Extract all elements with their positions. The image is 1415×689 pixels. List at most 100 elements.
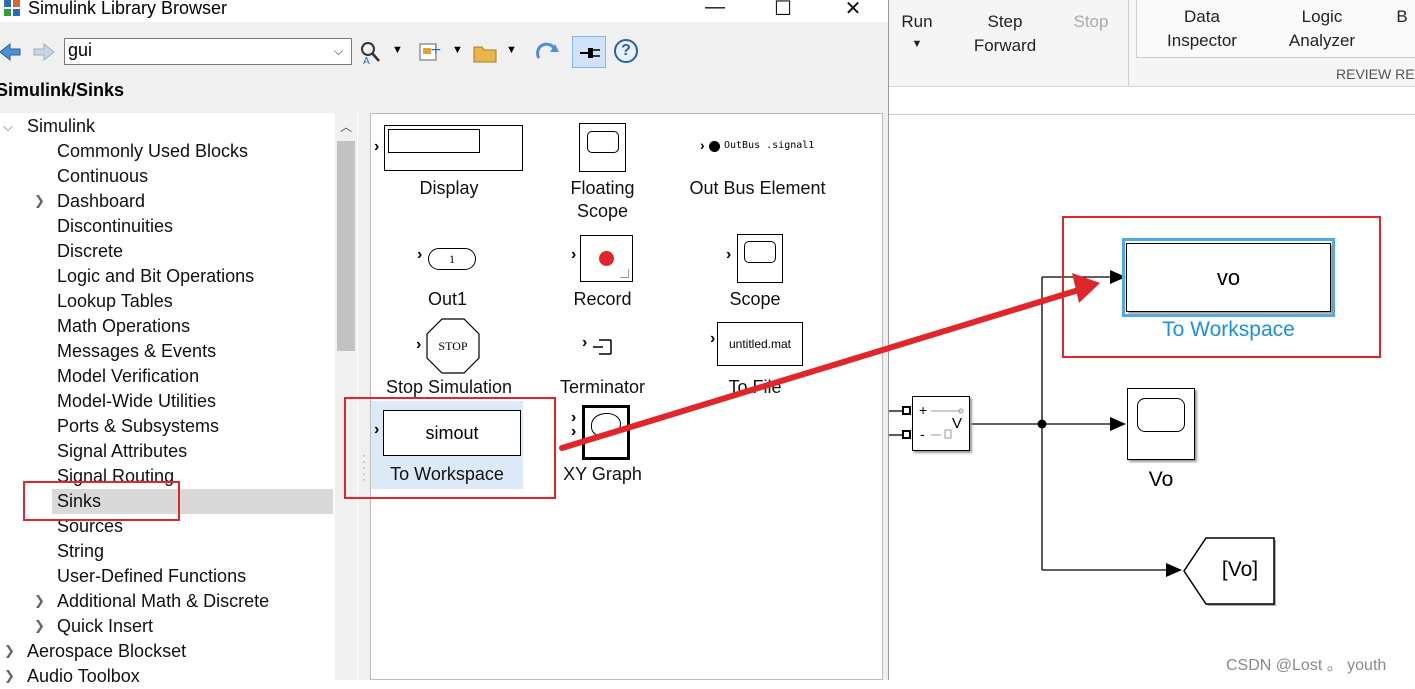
review-section-label: REVIEW RE (1336, 66, 1415, 82)
minimize-button[interactable]: — (705, 0, 725, 18)
tree-item-simulink[interactable]: Simulink (27, 116, 96, 136)
tree-item-sources[interactable]: Sources (57, 516, 124, 536)
new-model-dropdown-icon[interactable]: ▼ (452, 44, 463, 56)
back-icon[interactable] (0, 42, 22, 62)
stop-sign-text: STOP (438, 339, 468, 353)
tree-scrollbar-thumb[interactable] (337, 141, 355, 351)
tree-expand-icon[interactable]: ❯ (34, 193, 45, 208)
tree-expand-icon[interactable]: ❯ (34, 593, 45, 608)
block-xy-graph[interactable]: ›› XY Graph (555, 403, 650, 489)
tree-item-dashboard[interactable]: Dashboard (57, 191, 146, 211)
tree-expand-icon[interactable]: ❯ (4, 668, 15, 683)
sensor-port-plus[interactable] (902, 406, 911, 415)
data-inspector-button[interactable]: Data Inspector (1167, 7, 1237, 50)
maximize-button[interactable]: ☐ (774, 0, 792, 20)
tree-collapse-icon[interactable]: ⌵ (3, 119, 13, 134)
tree-item-discontinuities[interactable]: Discontinuities (57, 216, 174, 236)
tree-expand-icon[interactable]: ❯ (4, 643, 15, 658)
logic-analyzer-button[interactable]: Logic Analyzer (1288, 7, 1356, 50)
close-button[interactable]: ✕ (844, 0, 862, 20)
tree-item-discrete[interactable]: Discrete (57, 241, 124, 261)
search-history-dropdown-icon[interactable]: ⌵ (334, 44, 344, 58)
help-icon[interactable]: ? (614, 39, 638, 63)
new-model-icon[interactable]: + (418, 40, 444, 66)
tree-item-aerospace-blockset[interactable]: Aerospace Blockset (27, 641, 187, 661)
model-to-workspace-label[interactable]: To Workspace (1162, 318, 1295, 341)
tree-scroll-up-icon[interactable]: ︿ (340, 120, 353, 134)
tree-item-string[interactable]: String (57, 541, 105, 561)
tree-item-continuous[interactable]: Continuous (57, 166, 149, 186)
partial-toolstrip-button[interactable]: B (1396, 7, 1408, 26)
panel-splitter-grip[interactable]: ····· (362, 448, 366, 486)
block-to-workspace[interactable]: › simout To Workspace (371, 401, 523, 489)
tree-item-audio-toolbox[interactable]: Audio Toolbox (27, 666, 140, 686)
floating-scope-label: Floating Scope (570, 178, 635, 221)
run-label: Run (901, 12, 933, 31)
tree-item-ports-subsystems[interactable]: Ports & Subsystems (57, 416, 220, 436)
model-to-workspace-var: vo (1216, 265, 1241, 290)
to-file-label: To File (728, 377, 782, 397)
refresh-icon[interactable] (535, 40, 561, 66)
tree-item-math-operations[interactable]: Math Operations (57, 316, 191, 336)
library-tree[interactable] (0, 113, 358, 680)
block-floating-scope[interactable]: Floating Scope (545, 120, 660, 221)
toolstrip-divider (1128, 0, 1129, 86)
model-goto-tag: [Vo] (1221, 558, 1259, 581)
tree-item-additional-math-discrete[interactable]: Additional Math & Discrete (57, 591, 270, 611)
tree-item-commonly-used-blocks[interactable]: Commonly Used Blocks (57, 141, 249, 161)
to-file-icon: untitled.mat (717, 322, 803, 366)
out1-port-icon: › (417, 246, 423, 263)
stop-port-icon: › (416, 336, 422, 353)
model-scope-block[interactable] (1127, 388, 1195, 460)
terminator-port-icon: › (582, 334, 588, 351)
find-block-icon[interactable]: A (359, 40, 385, 67)
tree-item-quick-insert[interactable]: Quick Insert (57, 616, 154, 636)
open-folder-icon[interactable] (472, 40, 500, 66)
sensor-port-minus[interactable] (902, 430, 911, 439)
stop-sign-icon (426, 318, 480, 374)
find-options-dropdown-icon[interactable]: ▼ (392, 44, 403, 56)
to-workspace-label: To Workspace (390, 464, 504, 484)
run-button[interactable]: Run ▼ (900, 10, 934, 54)
tree-item-signal-attributes[interactable]: Signal Attributes (57, 441, 188, 461)
current-library-path: Simulink/Sinks (0, 80, 125, 100)
tree-item-model-wide-utilities[interactable]: Model-Wide Utilities (57, 391, 217, 411)
search-input[interactable] (64, 38, 352, 65)
model-toolstrip: Run ▼ Step Forward Stop Data Inspector L… (888, 0, 1415, 87)
scope-icon (737, 234, 783, 283)
tree-expand-icon[interactable]: ❯ (34, 618, 45, 633)
model-goto-block[interactable] (1182, 536, 1278, 608)
tree-item-logic-and-bit-operations[interactable]: Logic and Bit Operations (57, 266, 255, 286)
block-terminator[interactable]: › Terminator (550, 330, 655, 405)
tree-item-messages-events[interactable]: Messages & Events (57, 341, 217, 361)
block-record[interactable]: › Record (555, 232, 650, 317)
block-stop-simulation[interactable]: STOP › Stop Simulation (374, 316, 524, 401)
run-dropdown-icon[interactable]: ▼ (911, 38, 923, 50)
block-out1[interactable]: › 1 Out1 (395, 236, 500, 316)
forward-icon[interactable] (32, 42, 55, 62)
model-to-workspace-block[interactable]: vo (1126, 243, 1331, 312)
out-bus-element-label: Out Bus Element (689, 178, 826, 198)
simulink-app-icon (4, 0, 20, 16)
block-scope[interactable]: › Scope (710, 232, 800, 317)
scope-label: Scope (729, 289, 781, 309)
stop-button[interactable]: Stop (1073, 12, 1109, 31)
tree-item-user-defined-functions[interactable]: User-Defined Functions (57, 566, 247, 586)
open-dropdown-icon[interactable]: ▼ (506, 44, 517, 56)
block-out-bus-element[interactable]: › OutBus .signal1 Out Bus Element (680, 120, 840, 215)
library-browser-window: Simulink Library Browser — ☐ ✕ gui ⌵ A ▼… (0, 0, 889, 686)
block-to-file[interactable]: › untitled.mat To File (705, 318, 805, 403)
display-block-icon (384, 125, 523, 171)
tree-item-model-verification[interactable]: Model Verification (57, 366, 200, 386)
tree-selection-highlight (52, 489, 333, 514)
step-forward-button[interactable]: Step Forward (973, 12, 1037, 55)
search-input-value: gui (68, 40, 93, 60)
model-to-workspace-selection (1122, 238, 1335, 317)
svg-text:+: + (430, 42, 442, 58)
model-scope-label[interactable]: Vo (1148, 468, 1174, 491)
tree-item-lookup-tables[interactable]: Lookup Tables (57, 291, 173, 311)
pin-button[interactable] (572, 36, 606, 68)
block-display[interactable]: › Display (374, 120, 524, 215)
tree-item-sinks[interactable]: Sinks (57, 491, 102, 511)
model-voltage-sensor-block[interactable]: + - V (912, 396, 970, 451)
